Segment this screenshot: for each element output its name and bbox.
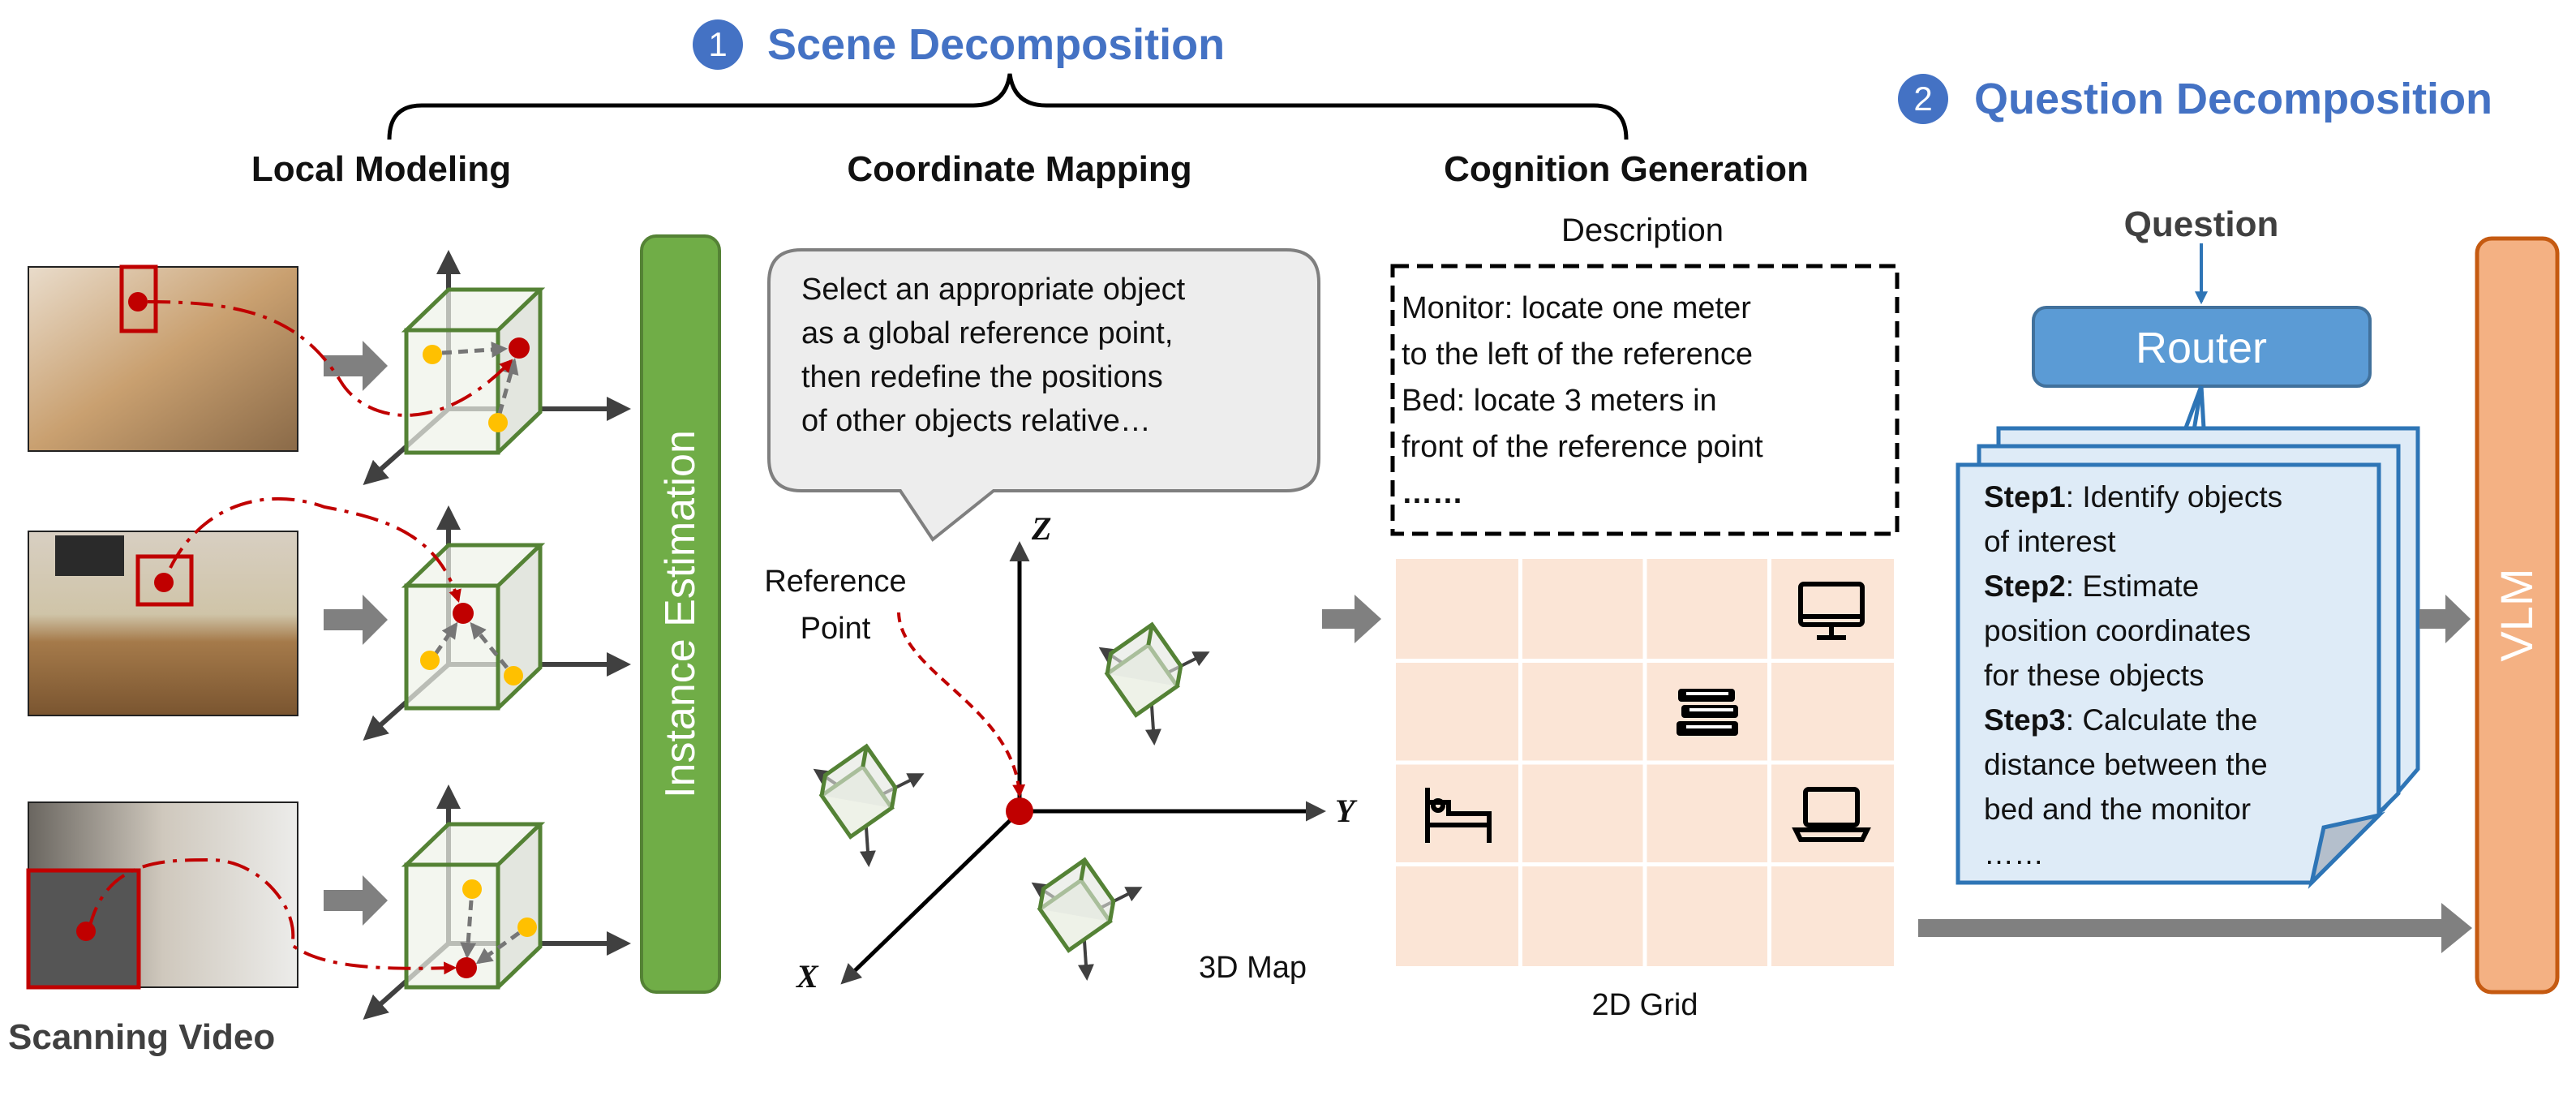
bubble-line: of other objects relative… — [801, 404, 1151, 438]
description-line: …… — [1402, 476, 1463, 510]
step-line: bed and the monitor — [1984, 793, 2252, 826]
step-line: : Estimate — [2065, 569, 2200, 603]
local-cube-1 — [367, 255, 626, 482]
cube-points — [420, 337, 537, 978]
cognition-grid — [1396, 559, 1894, 966]
cognition-generation-header: Cognition Generation — [1444, 149, 1809, 189]
step1-title: Step1 — [1984, 480, 2066, 514]
scene-decomposition-title: Scene Decomposition — [767, 20, 1226, 69]
step-line: for these objects — [1984, 659, 2205, 692]
scanning-video-label: Scanning Video — [8, 1017, 276, 1057]
map-to-grid-arrow — [1322, 595, 1381, 643]
step3-title: Step3 — [1984, 703, 2066, 737]
step-line: : Identify objects — [2065, 480, 2283, 514]
grid-to-vlm-arrow — [1918, 903, 2472, 953]
steps-to-vlm-arrow — [2419, 595, 2471, 643]
instance-estimation-bar — [640, 234, 721, 994]
correspondence-lines — [88, 300, 513, 975]
laptop-icon — [1792, 787, 1871, 842]
vlm-label: VLM — [2491, 568, 2542, 662]
reference-label-line: Reference — [764, 565, 907, 599]
description-line: Bed: locate 3 meters in — [1402, 384, 1717, 418]
world-axes — [840, 541, 1326, 985]
scene-brace — [387, 73, 1629, 140]
description-line: front of the reference point — [1402, 430, 1763, 464]
step-line: position coordinates — [1984, 614, 2252, 647]
local-cube-3 — [367, 789, 626, 1016]
step-documents — [1956, 385, 2420, 889]
map-cube-1 — [814, 746, 921, 864]
y-axis-label: Y — [1335, 793, 1355, 829]
scan-frame-2 — [28, 531, 298, 716]
step2-title: Step2 — [1984, 569, 2066, 603]
router-label: Router — [2135, 324, 2268, 372]
instance-estimation-label: Instance Estimation — [657, 430, 704, 798]
photo-to-cube-arrows — [324, 341, 388, 926]
bubble-text: Select an appropriate object as a global… — [801, 268, 1185, 443]
step-line: of interest — [1984, 525, 2116, 558]
description-line: Monitor: locate one meter — [1402, 291, 1751, 325]
step-line: : Calculate the — [2065, 703, 2258, 737]
local-modeling-header: Local Modeling — [251, 149, 512, 189]
z-axis-label: Z — [1032, 510, 1052, 547]
reference-label-line: Point — [800, 612, 871, 646]
local-cube-2 — [367, 510, 626, 737]
vlm-bar — [2475, 236, 2560, 995]
steps-ellipsis: …… — [1984, 837, 2044, 870]
description-label: Description — [1561, 213, 1724, 248]
x-axis-label: X — [796, 958, 818, 995]
coordinate-mapping-header: Coordinate Mapping — [847, 149, 1192, 189]
map-cube-3 — [1032, 860, 1140, 978]
bed-icon — [1425, 788, 1492, 843]
books-icon — [1677, 689, 1738, 736]
question-label: Question — [2123, 204, 2279, 244]
grid-label: 2D Grid — [1591, 988, 1698, 1022]
description-line: to the left of the reference — [1402, 337, 1754, 372]
bubble-line: Select an appropriate object — [801, 273, 1186, 307]
map-cube-2 — [1099, 625, 1207, 742]
monitor-icon — [1798, 582, 1865, 640]
question-decomposition-title: Question Decomposition — [1974, 75, 2493, 123]
scan-frame-1 — [28, 264, 298, 452]
map-label: 3D Map — [1199, 951, 1307, 985]
scene-number-badge: 1 — [693, 19, 743, 70]
steps-text: Step1: Identify objects of interest Step… — [1984, 475, 2282, 876]
step-line: distance between the — [1984, 748, 2268, 781]
bubble-line: as a global reference point, — [801, 316, 1174, 350]
description-box — [1390, 264, 1900, 536]
description-text: Monitor: locate one meter to the left of… — [1402, 286, 1763, 517]
question-number-badge: 2 — [1898, 74, 1948, 124]
scan-frame-3 — [26, 801, 298, 990]
reference-point-label: Reference Point — [764, 558, 906, 652]
bubble-line: then redefine the positions — [801, 360, 1163, 394]
speech-bubble — [767, 248, 1320, 542]
